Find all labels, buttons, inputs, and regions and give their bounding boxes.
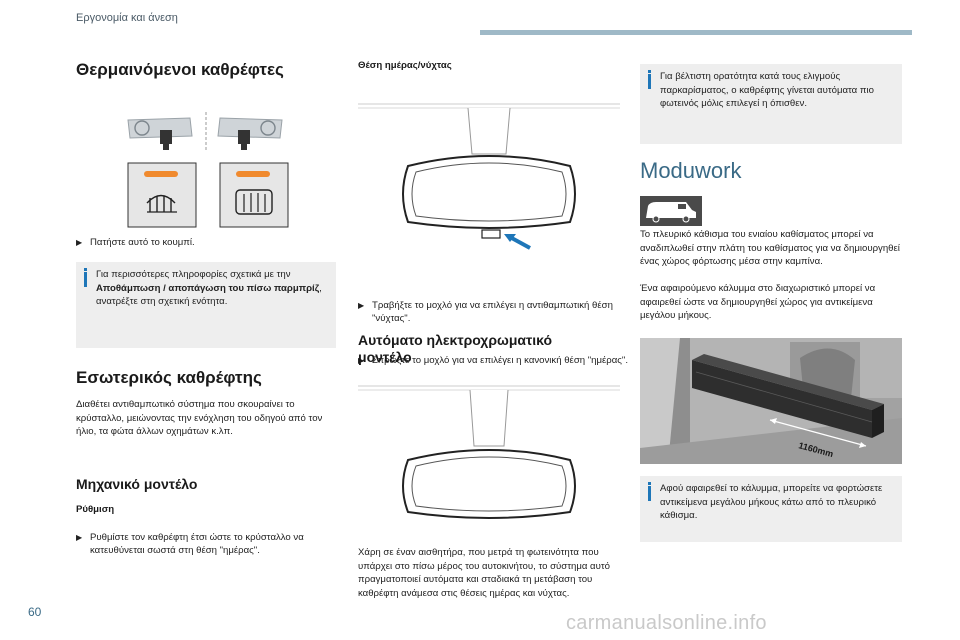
- header-bar: [480, 30, 912, 35]
- moduwork-title: Moduwork: [640, 158, 742, 183]
- van-icon: [640, 196, 702, 226]
- mirror-defrost-button-icon: [219, 162, 289, 228]
- moduwork-text-1: Το πλευρικό κάθισμα του ενιαίου καθίσματ…: [640, 229, 900, 267]
- section-header: Εργονομία και άνεση: [76, 12, 178, 24]
- long-load-box: [692, 354, 884, 438]
- info-icon: [648, 482, 651, 485]
- rear-defrost-button-icon: [127, 162, 197, 228]
- info-box-defrost: Για περισσότερες πληροφορίες σχετικά με …: [76, 262, 336, 348]
- manual-mirror-illustration: [358, 103, 620, 250]
- moduwork-text-2: Ένα αφαιρούμενο κάλυμμα στο διαχωριστικό…: [640, 283, 876, 321]
- manual-model-title: Μηχανικό μοντέλο: [76, 476, 198, 492]
- heated-mirrors-title: Θερμαινόμενοι καθρέφτες: [76, 60, 284, 79]
- page-number: 60: [28, 605, 42, 619]
- info-icon: [84, 268, 87, 271]
- interior-mirror-title: Εσωτερικός καθρέφτης: [76, 368, 262, 387]
- watermark: carmanualsonline.info: [566, 612, 767, 634]
- right-side-mirror-icon: [217, 117, 283, 150]
- dimension-arrow: [769, 418, 867, 448]
- interior-mirror-text: Διαθέτει αντιθαμπωτικό σύστημα που σκουρ…: [76, 399, 323, 437]
- pull-lever-bullet: ▶Τραβήξτε το μοχλό για να επιλέγει η αντ…: [358, 299, 613, 325]
- info-icon: [648, 70, 651, 73]
- left-side-mirror-icon: [127, 117, 193, 150]
- info-box-reverse: Για βέλτιστη ορατότητα κατά τους ελιγμού…: [640, 64, 902, 144]
- heated-mirror-illustration: [127, 112, 289, 228]
- arrow-icon: [504, 234, 516, 242]
- push-lever-bullet: ▶Σπρώξτε το μοχλό για να επιλέγει η κανο…: [358, 354, 628, 366]
- heated-bullet: ▶Πατήστε αυτό το κουμπί.: [76, 237, 195, 248]
- auto-mirror-illustration: [358, 385, 620, 519]
- auto-model-text: Χάρη σε έναν αισθητήρα, που μετρά τη φωτ…: [358, 547, 610, 599]
- auto-model-title: Αυτόματο ηλεκτροχρωματικό μοντέλο: [358, 332, 553, 365]
- cabin-load-illustration: 1160mm: [640, 338, 902, 464]
- info-box-long-objects: Αφού αφαιρεθεί το κάλυμμα, μπορείτε να φ…: [640, 476, 902, 542]
- day-night-label: Θέση ημέρας/νύχτας: [358, 60, 452, 71]
- moduwork-photo: 1160mm: [640, 338, 902, 464]
- adjust-bullet: ▶Ρυθμίστε τον καθρέφτη έτσι ώστε το κρύσ…: [76, 531, 304, 557]
- adjust-label: Ρύθμιση: [76, 504, 115, 515]
